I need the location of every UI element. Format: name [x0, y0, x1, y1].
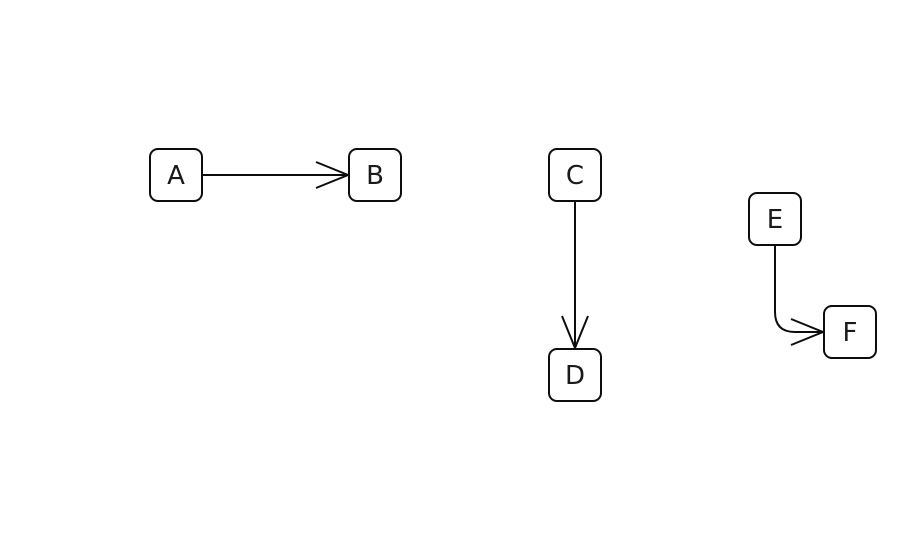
node-box [748, 192, 802, 246]
node-d[interactable]: D [548, 348, 602, 402]
node-label: E [767, 205, 783, 235]
node-box [548, 148, 602, 202]
node-a[interactable]: A [149, 148, 203, 202]
node-label: F [843, 318, 858, 348]
node-box [823, 305, 877, 359]
node-box [348, 148, 402, 202]
node-e[interactable]: E [748, 192, 802, 246]
edge-c-to-d[interactable] [561, 201, 589, 351]
node-b[interactable]: B [348, 148, 402, 202]
node-box [548, 348, 602, 402]
node-f[interactable]: F [823, 305, 877, 359]
edges-layer [202, 161, 826, 351]
node-c[interactable]: C [548, 148, 602, 202]
edge-a-to-b[interactable] [202, 161, 351, 189]
node-label: D [565, 361, 585, 391]
edge-path [774, 245, 822, 333]
node-box [149, 148, 203, 202]
node-label: B [366, 161, 384, 191]
edge-e-to-f[interactable] [774, 245, 826, 346]
node-label: A [167, 161, 185, 191]
nodes-layer: A B C D E F [149, 148, 877, 402]
node-label: C [566, 161, 584, 191]
